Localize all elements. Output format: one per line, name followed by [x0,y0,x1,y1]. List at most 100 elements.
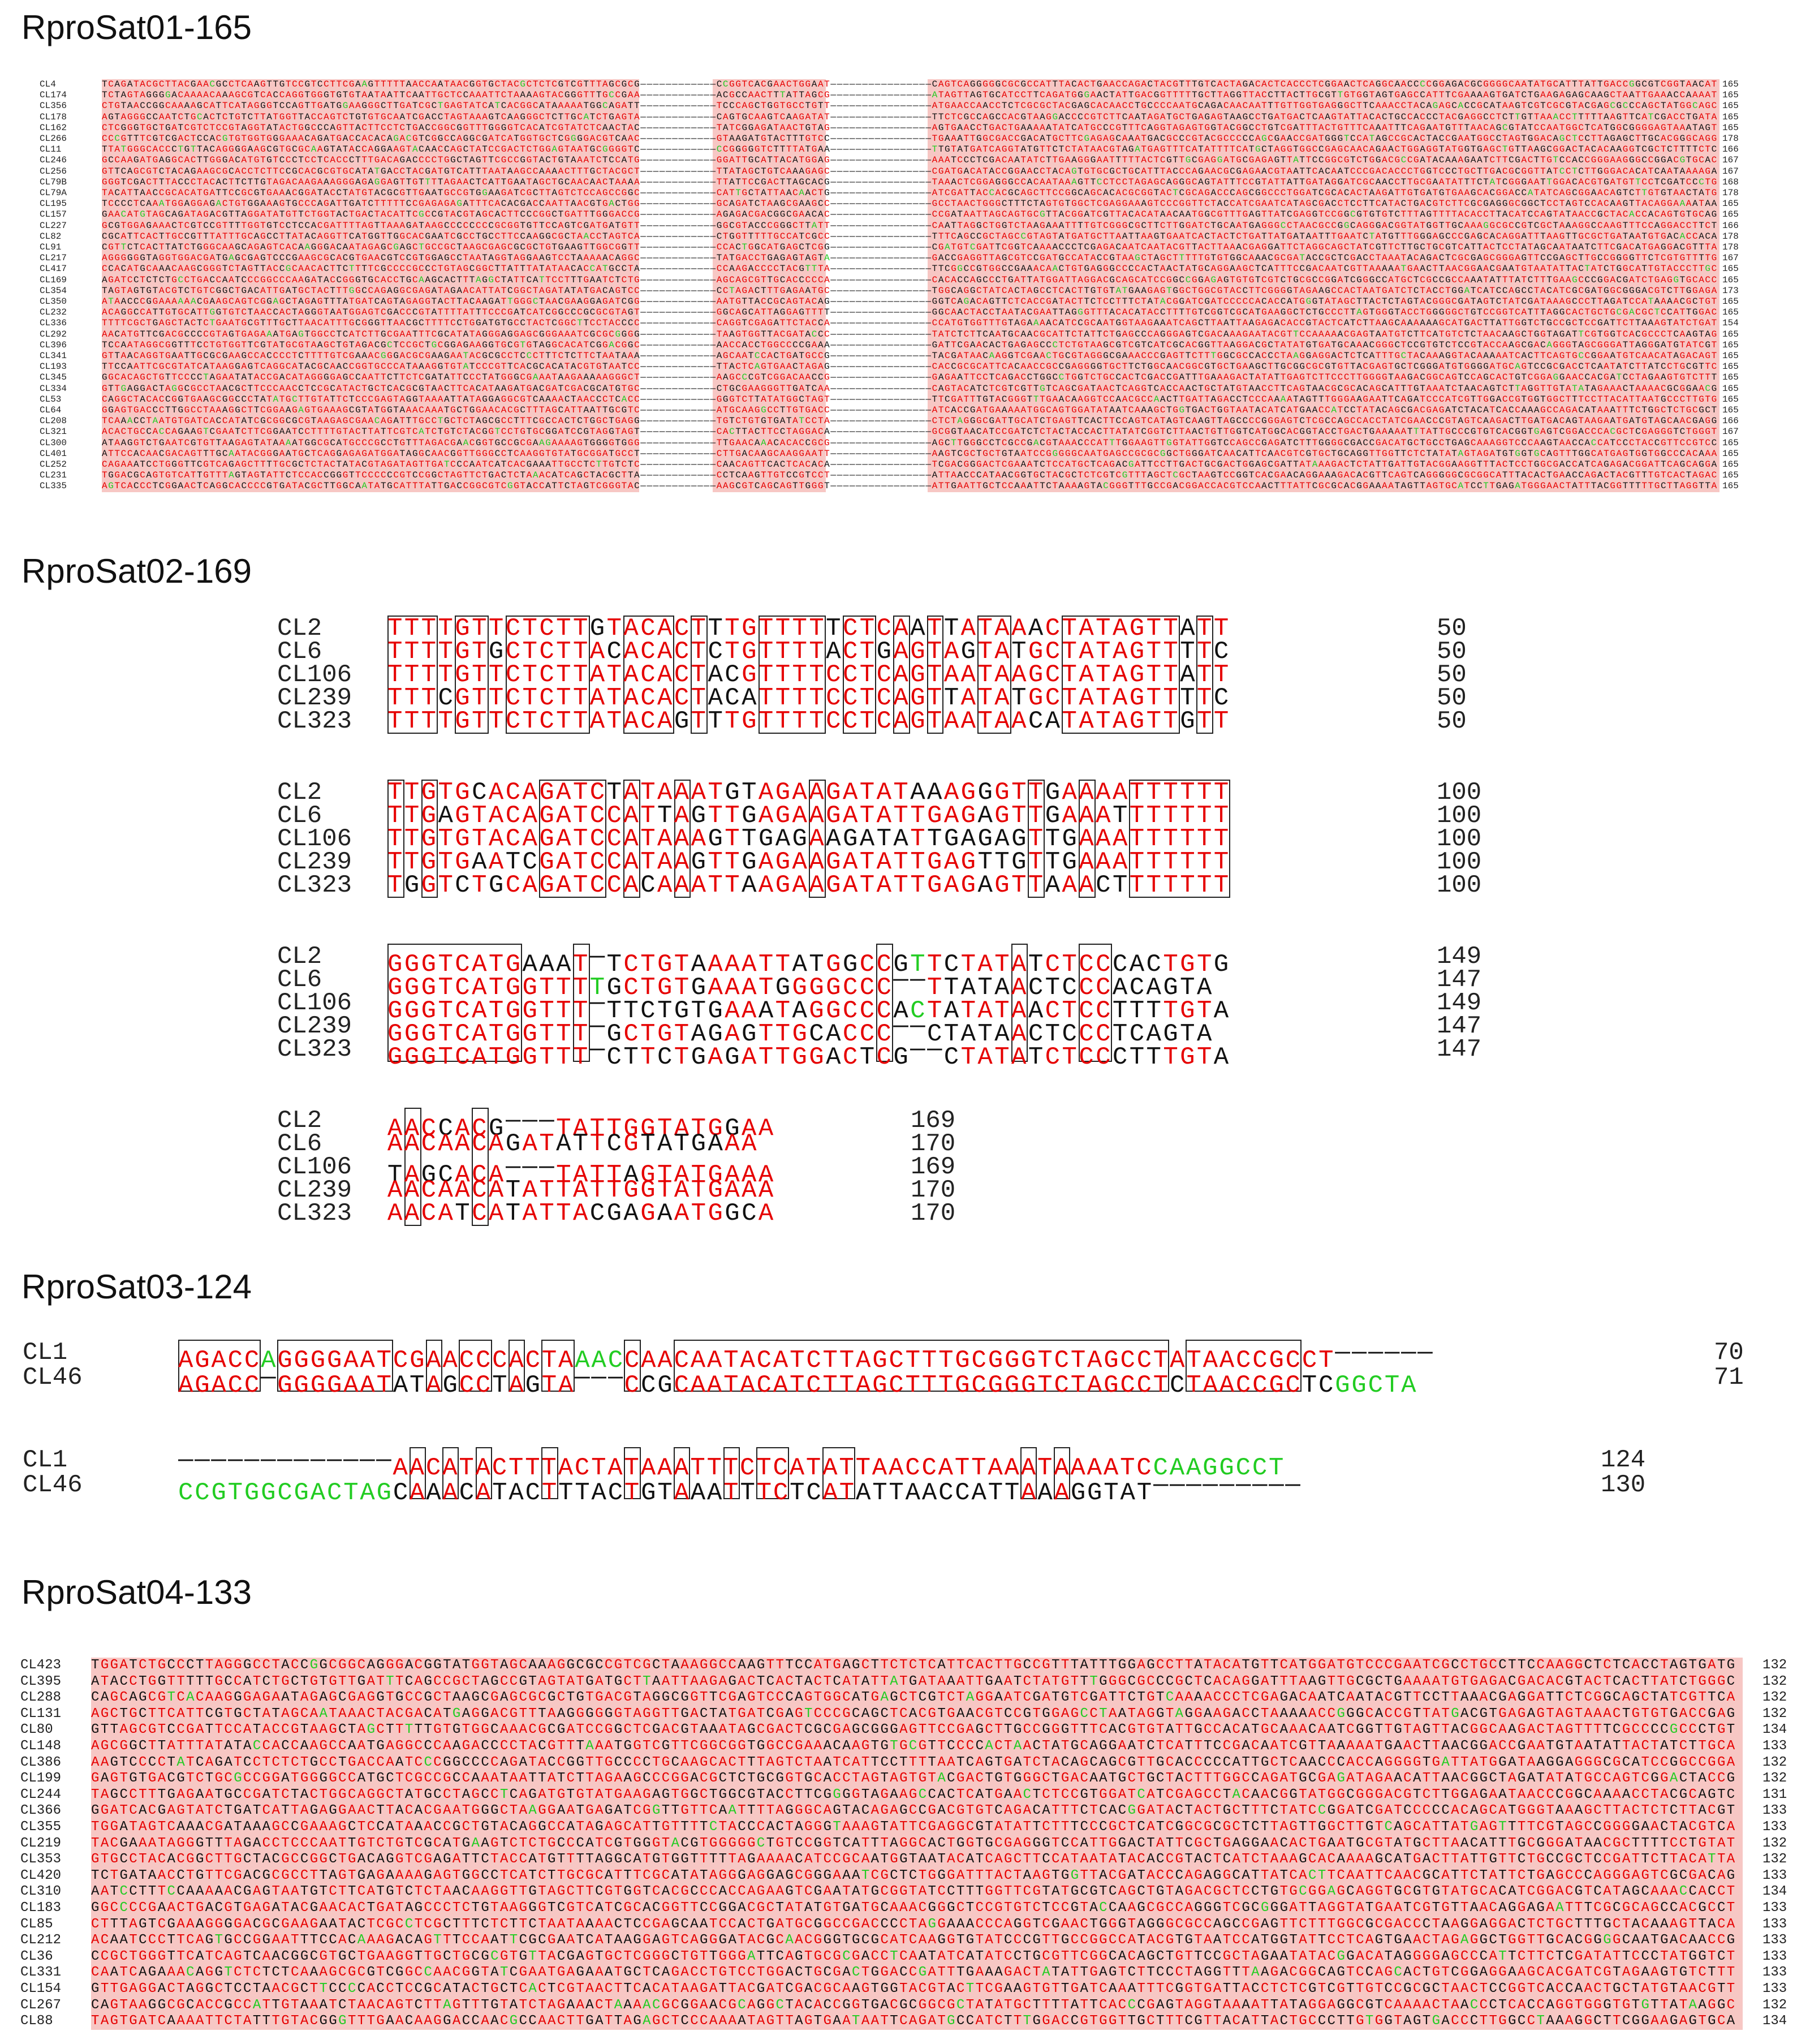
sequence-residues: CTTTAGTCGAAAGGGGACGCGAAGAATACTCGCCTCGCTT… [91,1916,1736,1932]
conserved-box [756,1447,790,1499]
sequence-length: 133 [1762,1803,1787,1819]
sequence-name: CL354 [40,285,67,296]
conserved-box [822,1447,856,1499]
sequence-end-position: 149 [1437,989,1482,1017]
sequence-name: CL80 [20,1722,53,1738]
sequence-residues: CCACATGCAAACAAGCGGGTCTAGTTACCGCAACACTTCT… [102,264,1718,274]
sequence-name: CL2 [277,1107,322,1135]
conserved-box [1078,944,1113,1062]
sequence-length: 165 [1722,339,1739,350]
conserved-box [1062,616,1180,734]
sequence-end-position: 170 [911,1176,956,1204]
sequence-length: 165 [1722,90,1739,101]
sequence-name: CL2 [277,943,322,971]
sequence-name: CL208 [40,416,67,427]
sequence-residues: GAGTGTGACGTCTGCGCCGGATGGGGCCATGCTCGCCGCC… [91,1771,1736,1787]
sequence-name: CL355 [20,1819,62,1835]
conserved-box [426,1340,443,1392]
sequence-residues: TTTTCGCTGAGCTACTCTGAATGCGTTTGCTTAACATTTG… [102,318,1718,329]
sequence-name: CL356 [40,101,67,111]
sequence-name: CL2 [277,614,322,643]
sequence-end-position: 100 [1437,825,1482,853]
sequence-name: CL79B [40,177,67,187]
sequence-name: CL79A [40,188,67,198]
sequence-residues: TTGTGAATCGATCCATAAGTTGAGAAGATATTGAGTTGTT… [387,848,1231,876]
sequence-length: 165 [1722,481,1739,492]
sequence-name: CL36 [20,1948,53,1964]
sequence-residues: TTTCGTTCTCTTATACACTACATTTTCCTCAGTTATATGC… [387,684,1231,712]
sequence-length: 132 [1762,1754,1787,1770]
sequence-end-position: 147 [1437,1012,1482,1040]
sequence-name: CL323 [277,1035,352,1064]
sequence-length: 178 [1722,242,1739,252]
sequence-length: 133 [1762,1867,1787,1883]
sequence-length: 132 [1762,1706,1787,1722]
sequence-residues: TTTTGTTCTCTTGTACACTTTGTTTTTCTCAATTATAAAC… [387,614,1231,643]
sequence-end-position: 100 [1437,871,1482,900]
sequence-name: CL162 [40,122,67,133]
conserved-box [623,616,674,734]
section-title-sat01: RproSat01-165 [21,8,252,46]
sequence-length: 132 [1762,1835,1787,1851]
sequence-name: CL6 [277,638,322,666]
sequence-residues: AGGGGGGTAGGTGGACGATGAGCGAGTCCCGAAGCGCACG… [102,253,1718,264]
sequence-length: 132 [1762,1673,1787,1689]
conserved-box [277,1340,393,1392]
section-title-sat03: RproSat03-124 [21,1268,252,1306]
conserved-box [623,780,640,898]
sequence-name: CL131 [20,1706,62,1722]
sequence-residues: GGGTCATGGTTT—CTTCTGAGATTGGACTCG——CTATATC… [387,1035,1231,1072]
sequence-length: 167 [1722,155,1739,166]
sequence-residues: TTTTGTTCTCTTATACACTACGTTTTCCTCAGTAATAAGC… [387,661,1231,689]
sequence-residues: TTCCAATTCGCGTATCATAAGGAGTCAGGCATACGCAACC… [102,362,1718,372]
sequence-name: CL82 [40,231,62,242]
sequence-residues: ATAACCCGGAAAAAACGAAGCAGTCGGAGCTAGAGTTTAT… [102,296,1718,307]
sequence-length: 166 [1722,416,1739,427]
sequence-residues: GGAGTGACCCTTGGCCTAAAGGCTTCGGAAGAGTGAAAGC… [102,405,1718,415]
sequence-name: CL174 [40,90,67,101]
sequence-name: CL321 [40,427,67,437]
sequence-length: 178 [1722,134,1739,144]
sequence-name: CL366 [20,1803,62,1819]
sequence-length: 166 [1722,144,1739,155]
sequence-residues: GTTCAGCGTCTACAGAAGCGCACCTCTTCCGCACGCGTGC… [102,166,1718,177]
sequence-name: CL395 [20,1673,62,1689]
sequence-name: CL345 [40,372,67,383]
sequence-residues: TAGCACA———TATTAGTATGAAA [387,1153,775,1189]
sequence-name: CL310 [20,1884,62,1900]
sequence-residues: GCCAAGATGAGGCACTTGGGACATGTGTCCCTCCTCACCC… [102,155,1718,166]
sequence-name: CL88 [20,2013,53,2029]
sequence-end-position: 50 [1437,638,1467,666]
sequence-length: 134 [1762,1722,1787,1738]
sequence-name: CL85 [20,1916,53,1932]
conserved-box [624,1340,641,1392]
sequence-residues: TCTGATAACCTGTTCGACGCGCCTTAGTGAGAAAAGAGTG… [91,1867,1736,1883]
sequence-residues: GGATCACGAGTATCTGATCATTAGAGGAACTTACACGAAT… [91,1803,1736,1819]
sequence-end-position: 169 [911,1107,956,1135]
sequence-name: CL267 [20,1997,62,2013]
sequence-name: CL401 [40,448,67,459]
sequence-name: CL217 [40,253,67,264]
sequence-end-position: 50 [1437,614,1467,643]
sequence-residues: TAGTGATCAAAATTCTATTTGTACGGGTTTGAACAAGGAC… [91,2013,1736,2029]
sequence-length: 133 [1762,1965,1787,1981]
conserved-box [1028,780,1045,898]
sequence-name: CL246 [40,155,67,166]
sequence-name: CL288 [20,1690,62,1706]
conserved-box [508,1340,525,1392]
sequence-name: CL239 [277,848,352,876]
conserved-box [387,780,404,898]
sequence-residues: TCCAATAGGCGGTTTCCTGTGGTTCGTATGCGTAAGCTGT… [102,339,1718,350]
sequence-length: 134 [1762,1884,1787,1900]
conserved-box [876,944,893,1062]
sequence-name: CL4 [40,79,56,89]
sequence-residues: ATAAGGTCTGAATCGTGTTAAGAGTATAAAATGGCGCATG… [102,437,1718,448]
conserved-box [1186,1340,1302,1392]
alignment-sat02: CL2 TTTTGTTCTCTTGTACACTTTGTTTTTCTCAATTATA… [277,614,1522,1239]
sequence-residues: ACACTGCCACCAGAAGTCGAATCTTCGGAATCCTTTTGTA… [102,427,1718,437]
sequence-residues: TACATTAACCGCACATGATTCCGCGTGAAACGGATACCTA… [102,188,1718,198]
sequence-end-position: 50 [1437,707,1467,735]
sequence-end-position: 71 [1714,1363,1744,1392]
sequence-length: 165 [1722,79,1739,89]
sequence-name: CL169 [40,274,67,285]
